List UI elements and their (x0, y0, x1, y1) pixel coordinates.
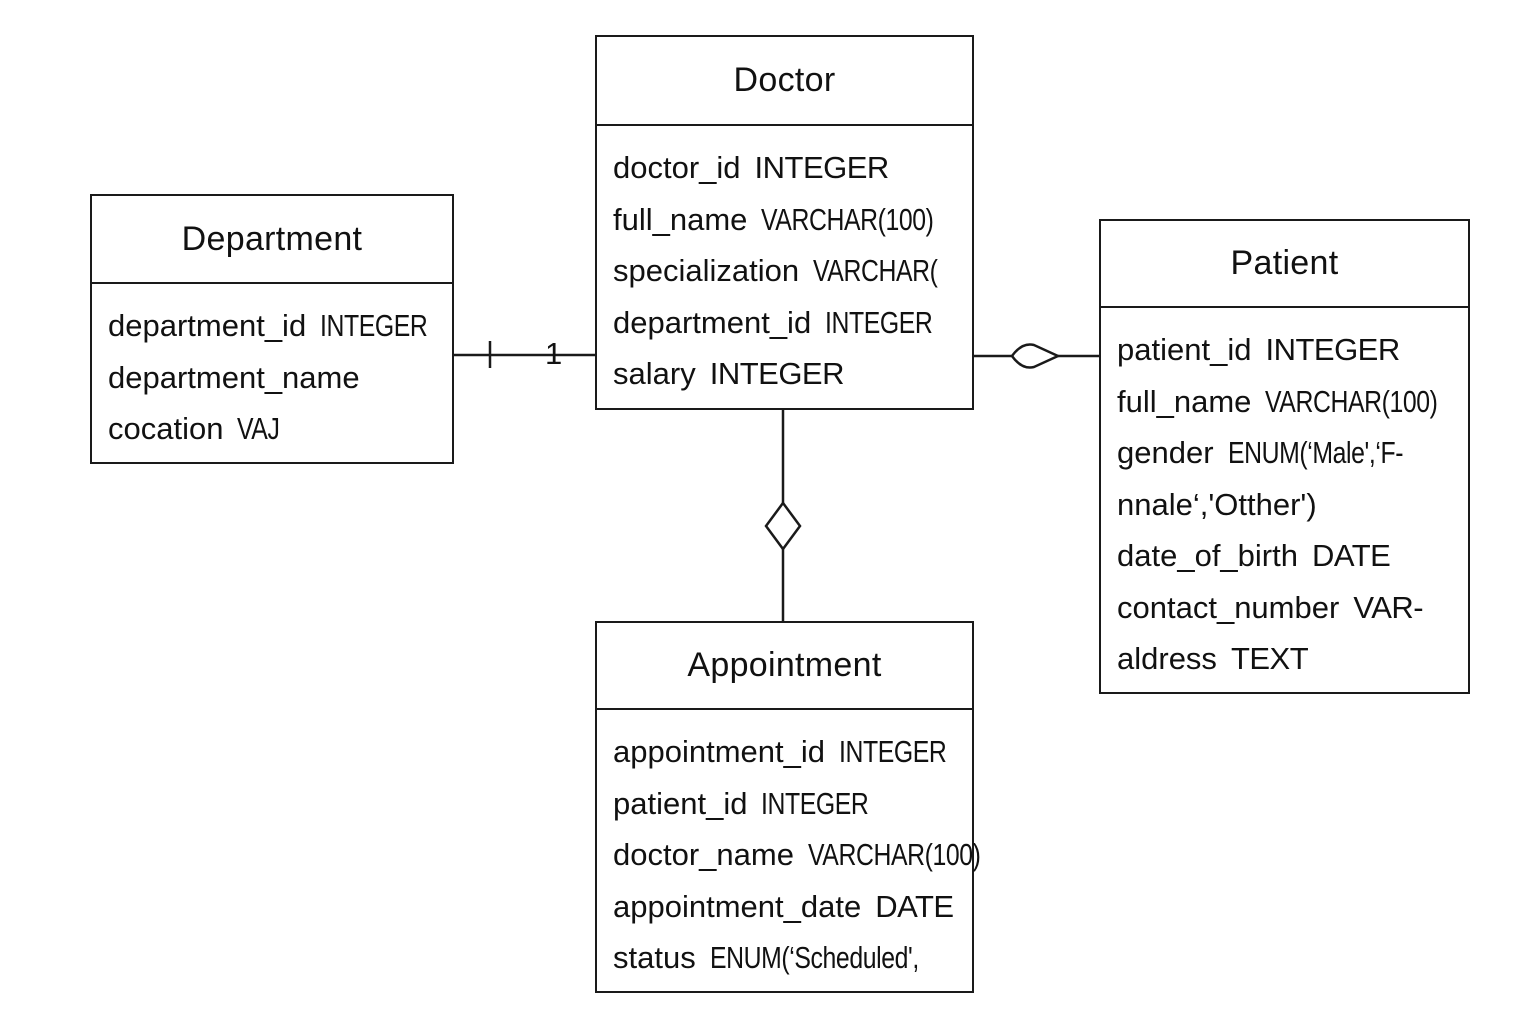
attribute-type: ENUM(‘Male',‘F- (1227, 435, 1403, 470)
aggregation-diamond-icon (1010, 343, 1062, 369)
attribute-type: DATE (1311, 538, 1391, 573)
attribute-row: date_of_birth DATE (1117, 530, 1468, 582)
aggregation-diamond-icon (764, 500, 802, 552)
attribute-type: INTEGER (825, 304, 933, 340)
attribute-name: department_id (613, 304, 812, 340)
cardinality-label: 1 (545, 336, 563, 371)
attribute-row: full_name VARCHAR(100) (613, 194, 972, 246)
attribute-row: cocation VAJ (108, 403, 452, 455)
attribute-row: specialization VARCHAR( (613, 245, 972, 297)
attribute-row: patient_id INTEGER (613, 778, 972, 830)
attribute-name: department_name (108, 359, 360, 395)
attribute-type: INTEGER (754, 150, 890, 185)
attribute-name: appointment_date (613, 888, 862, 924)
relationship-doctor-appointment (764, 410, 802, 621)
attribute-row: doctor_name VARCHAR(100) (613, 829, 981, 881)
attribute-name: doctor_id (613, 150, 741, 185)
attribute-row: appointment_date DATE (613, 881, 972, 933)
attribute-name: gender (1117, 435, 1214, 470)
entity-title: Department (92, 196, 452, 284)
attribute-name: appointment_id (613, 734, 825, 769)
attribute-type: ENUM(‘Scheduled', (709, 940, 919, 975)
attribute-type: INTEGER (1265, 332, 1400, 367)
attribute-row: department_id INTEGER (108, 300, 452, 352)
entity-title: Appointment (597, 623, 972, 710)
attribute-type: INTEGER (761, 785, 869, 821)
attribute-name: doctor_name (613, 837, 794, 872)
attribute-name: cocation (108, 411, 224, 446)
attribute-name: nnale‘,'Otther') (1117, 486, 1317, 522)
attribute-row: doctor_id INTEGER (613, 142, 972, 194)
attribute-name: specialization (613, 253, 800, 288)
attribute-type: VARCHAR(100) (761, 201, 934, 237)
attribute-name: aldress (1117, 641, 1217, 676)
attribute-row: salary INTEGER (613, 348, 972, 400)
attribute-name: status (613, 940, 696, 975)
attribute-type: VAR- (1353, 589, 1424, 625)
attribute-name: contact_number (1117, 589, 1340, 625)
attribute-type: VARCHAR(100) (807, 837, 981, 872)
attribute-row: nnale‘,'Otther') (1117, 479, 1468, 531)
attribute-type: INTEGER (839, 734, 947, 769)
attribute-row: department_name (108, 352, 452, 404)
entity-title: Doctor (597, 37, 972, 126)
attribute-type: DATE (875, 888, 954, 924)
attribute-row: appointment_id INTEGER (613, 726, 972, 778)
attribute-row: aldress TEXT (1117, 633, 1468, 685)
attribute-type: VAJ (237, 411, 280, 446)
attribute-name: full_name (613, 201, 748, 237)
entity-department[interactable]: Department department_id INTEGER departme… (90, 194, 454, 464)
attribute-row: gender ENUM(‘Male',‘F- (1117, 427, 1468, 479)
attribute-type: VARCHAR( (813, 253, 938, 288)
attribute-name: date_of_birth (1117, 538, 1298, 573)
attribute-name: patient_id (613, 785, 748, 821)
attribute-name: salary (613, 356, 696, 391)
attribute-type: VARCHAR(100) (1265, 383, 1438, 419)
entity-patient[interactable]: Patient patient_id INTEGER full_name VARCH… (1099, 219, 1470, 694)
attribute-type: TEXT (1230, 641, 1309, 676)
entity-title: Patient (1101, 221, 1468, 308)
attribute-row: contact_number VAR- (1117, 582, 1468, 634)
attribute-type: INTEGER (320, 308, 428, 343)
relationship-department-doctor (454, 341, 595, 368)
attribute-row: patient_id INTEGER (1117, 324, 1468, 376)
attribute-name: patient_id (1117, 332, 1252, 367)
attribute-list: department_id INTEGER department_name coc… (92, 284, 452, 455)
attribute-name: full_name (1117, 383, 1252, 419)
attribute-type: INTEGER (709, 356, 845, 391)
attribute-row: department_id INTEGER (613, 297, 972, 349)
relationship-doctor-patient (974, 343, 1099, 369)
attribute-row: full_name VARCHAR(100) (1117, 376, 1468, 428)
attribute-row: status ENUM(‘Scheduled', (613, 932, 972, 984)
attribute-name: department_id (108, 308, 307, 343)
